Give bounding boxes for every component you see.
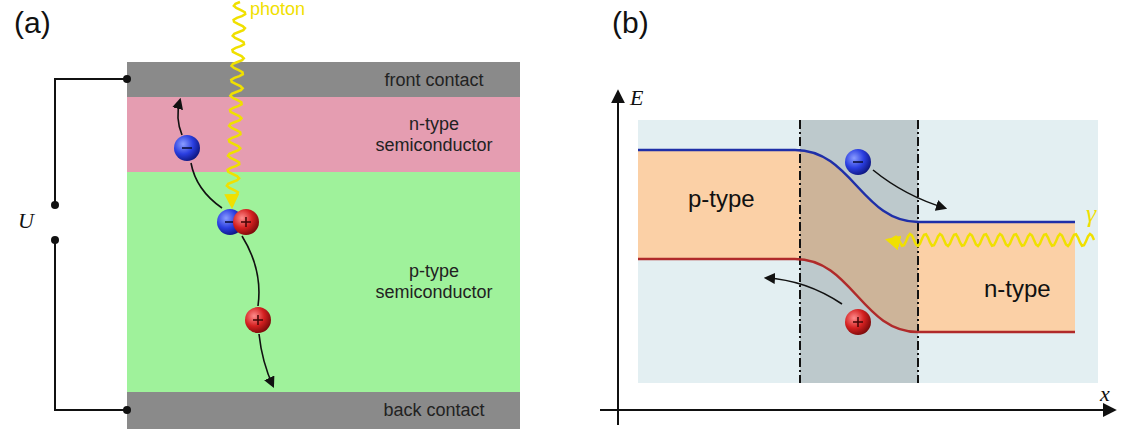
contact-layer: back contact <box>127 392 520 429</box>
diagram-ground <box>638 120 1098 383</box>
axes <box>600 92 1114 425</box>
photon-label: γ <box>1086 200 1096 229</box>
layer-label: front contact <box>349 70 519 91</box>
panel-label: (a) <box>14 6 51 39</box>
voltage-label: U <box>18 209 34 233</box>
layer-label: n-type semiconductor <box>349 114 519 155</box>
axis-label: x <box>1100 382 1110 406</box>
layer-label: back contact <box>349 400 519 421</box>
carrier-paths <box>766 170 945 304</box>
contact-layer: front contact <box>127 62 520 98</box>
photon-wave <box>888 234 1094 246</box>
panel-label: (b) <box>612 6 649 39</box>
photon-wave <box>888 234 1094 246</box>
p-layer: p-type semiconductor <box>127 172 520 392</box>
layer-label: p-type semiconductor <box>349 261 519 302</box>
carriers-b <box>845 149 871 335</box>
depletion-region <box>800 120 918 383</box>
region-label: p-type <box>688 186 755 212</box>
region-label: n-type <box>984 276 1051 302</box>
axis-label: E <box>630 86 643 110</box>
terminal-dots <box>51 75 131 414</box>
junction-edges <box>800 120 918 383</box>
circuit-wire <box>55 79 127 410</box>
conduction-band <box>638 150 1075 222</box>
photon-wave <box>227 2 245 206</box>
carriers-a <box>174 135 271 333</box>
photon-wave <box>227 2 245 206</box>
photon-label: photon <box>250 0 305 20</box>
